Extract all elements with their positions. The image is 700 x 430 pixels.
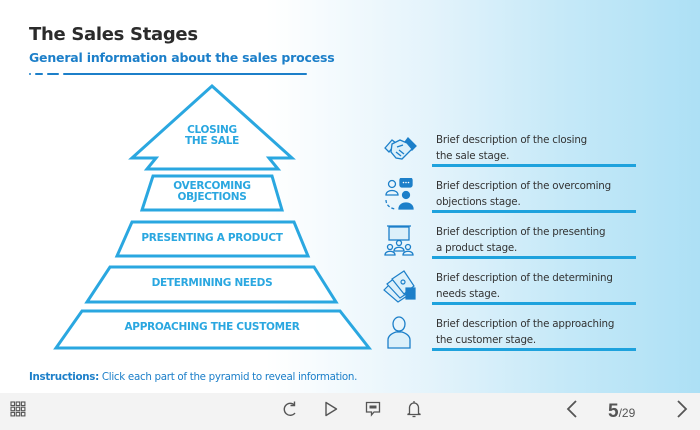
notes-button[interactable] (361, 393, 385, 430)
description-divider (432, 210, 636, 213)
description-overcoming-line2: objections stage. (436, 196, 521, 208)
description-divider (432, 164, 636, 167)
pyramid-tier-approaching[interactable] (53, 309, 373, 350)
current-page: 5 (608, 401, 619, 422)
title-underline (29, 73, 309, 76)
description-presenting-line2: a product stage. (436, 242, 518, 254)
description-overcoming-line1: Brief description of the overcoming (436, 180, 611, 192)
description-closing-line2: the sale stage. (436, 150, 510, 162)
description-closing-line1: Brief description of the closing (436, 134, 587, 146)
notes-icon (365, 401, 381, 422)
sales-pyramid: CLOSING THE SALE OVERCOMING OBJECTIONS P… (0, 0, 400, 360)
description-item-approaching: Brief description of the approaching the… (378, 312, 638, 358)
description-divider (432, 302, 636, 305)
description-text-presenting: Brief description of the presenting a pr… (436, 224, 636, 256)
tier-label-determining-line1: DETERMINING NEEDS (151, 277, 273, 289)
play-icon (324, 401, 338, 422)
menu-button[interactable] (6, 393, 30, 430)
description-approaching-line2: the customer stage. (436, 334, 536, 346)
page-subtitle: General information about the sales proc… (29, 50, 335, 65)
tier-label-approaching-line1: APPROACHING THE CUSTOMER (124, 321, 300, 333)
grid-menu-icon (10, 401, 26, 422)
description-text-determining: Brief description of the determining nee… (436, 270, 636, 302)
next-slide-button[interactable] (670, 393, 694, 430)
tier-label-overcoming[interactable]: OVERCOMING OBJECTIONS (152, 181, 272, 203)
pyramid-tier-overcoming[interactable] (139, 174, 285, 212)
description-text-closing: Brief description of the closing the sal… (436, 132, 636, 164)
tier-label-overcoming-line1: OVERCOMING (173, 180, 251, 192)
description-text-approaching: Brief description of the approaching the… (436, 316, 636, 348)
description-determining-line1: Brief description of the determining (436, 272, 613, 284)
description-presenting-line1: Brief description of the presenting (436, 226, 606, 238)
total-pages: /29 (618, 406, 636, 420)
person-icon (382, 316, 422, 350)
play-button[interactable] (319, 393, 343, 430)
description-item-presenting: Brief description of the presenting a pr… (378, 220, 638, 266)
description-divider (432, 256, 636, 259)
pyramid-tier-determining[interactable] (84, 265, 339, 304)
bell-icon (406, 400, 422, 423)
pyramid-tier-closing[interactable] (128, 83, 296, 171)
tier-label-closing-line1: CLOSING (187, 124, 237, 136)
replay-button[interactable] (278, 393, 302, 430)
tier-label-presenting-line1: PRESENTING A PRODUCT (141, 232, 283, 244)
description-text-overcoming: Brief description of the overcoming obje… (436, 178, 636, 210)
description-determining-line2: needs stage. (436, 288, 500, 300)
tier-label-presenting[interactable]: PRESENTING A PRODUCT (122, 233, 302, 244)
handshake-icon (382, 132, 422, 166)
replay-icon (282, 400, 298, 423)
description-approaching-line1: Brief description of the approaching (436, 318, 615, 330)
slide: The Sales Stages General information abo… (0, 0, 700, 393)
tier-label-overcoming-line2: OBJECTIONS (177, 191, 247, 203)
description-item-closing: Brief description of the closing the sal… (378, 128, 638, 174)
tier-label-closing[interactable]: CLOSING THE SALE (162, 125, 262, 147)
page-title: The Sales Stages (29, 24, 198, 45)
instructions-label: Instructions: (29, 371, 99, 383)
page-indicator: 5/29 (608, 401, 635, 423)
tier-label-closing-line2: THE SALE (185, 135, 239, 147)
description-item-overcoming: Brief description of the overcoming obje… (378, 174, 638, 220)
presentation-icon (382, 224, 422, 258)
instructions-text: Click each part of the pyramid to reveal… (98, 371, 358, 383)
pyramid-tier-presenting[interactable] (114, 220, 311, 258)
description-list: Brief description of the closing the sal… (378, 128, 638, 358)
tier-label-approaching[interactable]: APPROACHING THE CUSTOMER (92, 322, 332, 333)
instructions: Instructions: Click each part of the pyr… (29, 371, 357, 383)
conversation-icon (382, 177, 422, 212)
tier-label-determining[interactable]: DETERMINING NEEDS (112, 278, 312, 289)
money-icon (382, 270, 422, 304)
notifications-button[interactable] (402, 393, 426, 430)
previous-slide-button[interactable] (560, 393, 584, 430)
chevron-right-icon (676, 399, 688, 424)
description-divider (432, 348, 636, 351)
chevron-left-icon (566, 399, 578, 424)
player-toolbar: 5/29 (0, 393, 700, 430)
description-item-determining: Brief description of the determining nee… (378, 266, 638, 312)
